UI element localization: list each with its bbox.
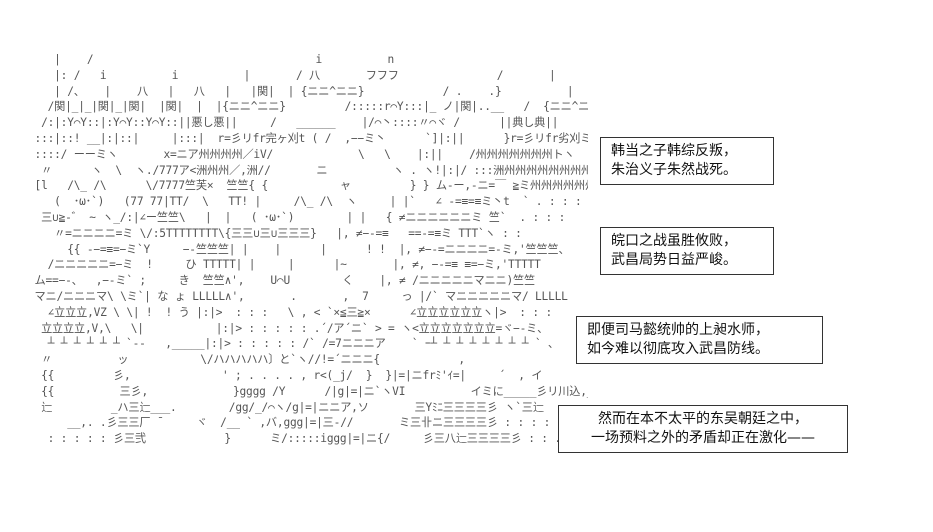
ascii-art-line: ∠立立立,VZ \ \| ! ! う |:|> : : : \ , < `×≦三…	[28, 305, 553, 319]
ascii-art-line: 三∪≧-゛ ~ ヽ_/:|∠ー竺竺\ | | ( ･ω･`) | | { ≠ニニ…	[28, 210, 566, 224]
ascii-art-line: ( ･ω･`) (77 77|TT/ \ TT! | /\_ /\ ヽ | |`…	[28, 195, 588, 209]
ascii-art-line: 〃 ッ \/ハハハハハ〕と`ヽ//!=´ニニニ{ , ゞY〃	[28, 353, 588, 367]
caption-box-3: 即便司马懿统帅的上昶水师， 如今难以彻底攻入武昌防线。	[576, 316, 823, 364]
ascii-art-line: 〃 ヽ \ ヽ./777ア<洲州州／,洲// ニ ヽ . ヽ!|:|/ :::洲…	[28, 163, 588, 177]
ascii-art-line: ム==−-、 ,−-ミ` ; き 竺竺∧', U⌒U く |, ≠ /ニニニニニ…	[28, 274, 536, 288]
ascii-art-line: {{ 三彡, }gggg /Y /|g|=|ニ`ヽVI イミに_____彡リ川込…	[28, 384, 588, 398]
ascii-art-text: | / i n / i ,' n |: / i i | / 八 フフフ	[28, 52, 588, 447]
caption-2-line-2: 武昌局势日益严峻。	[611, 252, 737, 268]
ascii-art-line: | / i n / i ,' n	[54, 53, 394, 66]
caption-box-4: 然而在本不太平的东吴朝廷之中， 一场预料之外的矛盾却正在激化——	[558, 405, 848, 453]
ascii-art-line: __,. .彡三三厂 ̄ ヾ /__ ` ,バ,ggg|=|三-// ミ三卝ニ三…	[67, 416, 551, 430]
ascii-art-line: ::::/ ーーミヽ x=ニア州州州州／iV/ \ \ |:|| /州州州州州州…	[28, 147, 575, 161]
ascii-art-line: {{ -−=≡=−ミ`Y −-竺竺竺| | | | ! ! |, ≠−-=ニニニ…	[28, 242, 570, 256]
ascii-art-illustration: | / i n / i ,' n |: / i i | / 八 フフフ	[28, 52, 588, 512]
caption-box-1: 韩当之子韩综反叛， 朱治义子朱然战死。	[600, 137, 774, 185]
caption-4-line-1: 然而在本不太平的东吴朝廷之中，	[598, 411, 808, 427]
caption-3-line-2: 如今难以彻底攻入武昌防线。	[587, 341, 769, 357]
ascii-art-line: マニ/ニニニマ\ \ミ`| な ょ LLLLL∧', . , 7 っ |/` マ…	[28, 289, 568, 303]
ascii-art-line: : : : : : 彡三弐 } ミ/:::::iggg|=|ニ{/ 彡三八辷三三…	[47, 432, 561, 446]
ascii-art-line: [l /\_ /\ \/7777竺芙× 竺竺{ { ャ } } ム-ー,-ニ=￣…	[28, 179, 588, 193]
caption-1-line-2: 朱治义子朱然战死。	[611, 162, 737, 178]
caption-box-2: 皖口之战虽胜攸败， 武昌局势日益严峻。	[600, 227, 774, 275]
ascii-art-line: /関|_|_|関|_|関| |関| | |{ニニ^ニニ} /:::::r⌒Y::…	[28, 100, 588, 114]
caption-4-line-2: 一场预料之外的矛盾却正在激化——	[591, 430, 815, 446]
caption-3-line-1: 即便司马懿统帅的上昶水师，	[587, 322, 769, 338]
ascii-art-line: ┴ ┴ ┴ ┴ ┴ ┴ `‐- ,_____|:|> : : : : : /` …	[28, 337, 559, 351]
ascii-art-line: :::|::! __|:|::| |:::| r=彡リfr完ヶ刈t ( / ,−…	[28, 131, 588, 145]
ascii-art-line: /:|:Y⌒Y::|:Y⌒Y::Y⌒Y::||悪し悪|| / ______ |/…	[28, 116, 559, 130]
caption-1-line-1: 韩当之子韩综反叛，	[611, 143, 737, 159]
ascii-art-line: 辷 _ハ三辷___. /gg/_/⌒ヽ/g|=|ニニア,ソ 三Yﾐﾆ三三三三彡 …	[28, 400, 588, 414]
ascii-art-line: |: / i i | / 八 フフフ / | ,' / / 八 ククク	[54, 68, 556, 82]
ascii-art-line: /ニニニニニ=−ミ ! ひ TTTTT| | | |~ |, ≠, −-=≡ ≡…	[28, 258, 541, 272]
ascii-art-line: 〃=ニニニニ=ミ \/:5TTTTTTTT\{三三∪三∪三三三} |, ≠−-=…	[28, 226, 522, 240]
ascii-art-line: | /、 | 八 | 八 | |関| | {ニニ^ニニ} / . .} | 八 …	[54, 84, 574, 98]
ascii-art-line: {{ 彡, ' ; . . . . , r<(_j/ } }|=|ニfrﾐ'ｲ=…	[28, 368, 588, 382]
caption-2-line-1: 皖口之战虽胜攸败，	[611, 233, 737, 249]
ascii-art-line: 立立立立,V,\ \| |:|> : : : : : .´/ア´ニ` > = ヽ…	[28, 321, 549, 335]
